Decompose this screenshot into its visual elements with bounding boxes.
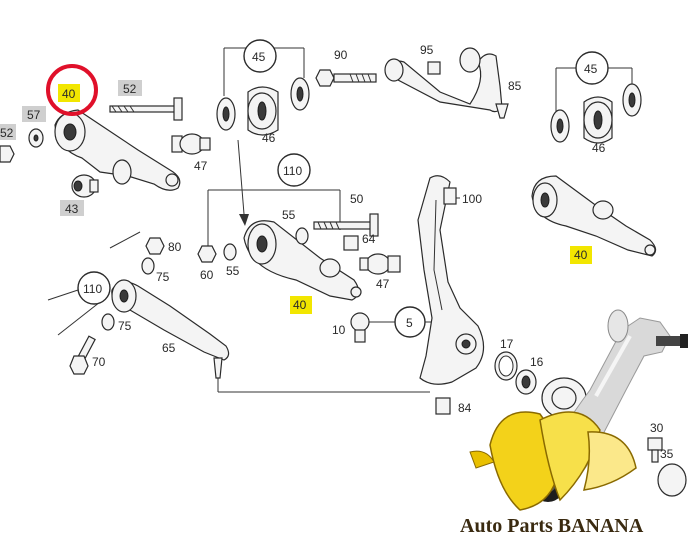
label-40b: 40	[293, 298, 307, 312]
callout-circle-110b	[77, 271, 111, 305]
lower-left-arm-65	[111, 279, 230, 379]
label-47a: 47	[194, 159, 208, 173]
label-95: 95	[420, 43, 434, 57]
bolt-90	[315, 69, 377, 87]
label-64: 64	[362, 232, 376, 246]
bolt-52	[109, 97, 183, 121]
label-40-circled: 40	[62, 87, 76, 101]
label-45b: 45	[584, 62, 598, 76]
callout-circle-45a	[243, 39, 277, 73]
label-60: 60	[200, 268, 214, 282]
washer-55b	[223, 243, 237, 261]
callout-circle-45b	[575, 51, 609, 85]
ball-joint-47b	[359, 253, 401, 275]
nut-60	[197, 245, 217, 263]
label-10: 10	[332, 323, 346, 337]
label-35: 35	[660, 447, 674, 461]
upper-left-control-arm	[54, 109, 181, 198]
callout-circle-5	[394, 306, 426, 338]
label-75a: 75	[156, 270, 170, 284]
label-84: 84	[458, 401, 472, 415]
highlight-circle	[46, 64, 98, 116]
label-46b: 46	[592, 141, 606, 155]
label-55: 55	[282, 208, 296, 222]
bushing-group-right	[550, 83, 642, 144]
middle-control-arm	[243, 220, 362, 301]
label-80: 80	[168, 240, 182, 254]
label-110b: 110	[83, 282, 102, 296]
label-17: 17	[500, 337, 514, 351]
bolt-50	[313, 213, 379, 237]
nut-95	[427, 61, 441, 75]
part-number-labels: 45 90 95 85 45 40 52 57 52 47 43 46 46 1…	[0, 43, 674, 461]
label-100: 100	[462, 192, 482, 206]
right-control-arm	[531, 175, 657, 257]
label-47b: 47	[376, 277, 390, 291]
label-90: 90	[334, 48, 348, 62]
label-75b: 75	[118, 319, 132, 333]
label-5: 5	[406, 316, 413, 330]
nut-64	[343, 235, 359, 251]
label-52: 52	[123, 82, 137, 96]
label-70: 70	[92, 355, 106, 369]
label-55b: 55	[226, 264, 240, 278]
connector-lines	[47, 47, 633, 393]
label-52-left: 52	[0, 126, 14, 140]
label-110a: 110	[283, 164, 302, 178]
label-40c: 40	[574, 248, 588, 262]
washer-55	[295, 227, 309, 245]
callout-circle-110a	[277, 153, 311, 187]
banana-logo	[469, 411, 637, 511]
upper-wishbone-85	[384, 47, 509, 119]
nut-80	[145, 237, 165, 255]
washer-75b	[101, 313, 115, 331]
washer-75a	[141, 257, 155, 275]
label-16: 16	[530, 355, 544, 369]
nut-52-left	[0, 145, 15, 163]
label-65: 65	[162, 341, 176, 355]
label-46a: 46	[262, 131, 276, 145]
label-45a: 45	[252, 50, 266, 64]
label-57: 57	[27, 108, 41, 122]
steering-knuckle	[417, 175, 485, 385]
ball-joint-47a	[171, 133, 211, 155]
label-43: 43	[65, 202, 79, 216]
label-30: 30	[650, 421, 664, 435]
watermark-text: Auto Parts BANANA	[460, 515, 644, 537]
bolt-70	[69, 335, 96, 375]
cap-35	[657, 463, 687, 497]
ball-joint-10	[350, 312, 370, 343]
label-50: 50	[350, 192, 364, 206]
nut-84	[435, 397, 451, 415]
label-highlights	[0, 80, 592, 314]
bushing-group-top	[216, 77, 310, 136]
screw-30	[647, 437, 663, 463]
label-85: 85	[508, 79, 522, 93]
